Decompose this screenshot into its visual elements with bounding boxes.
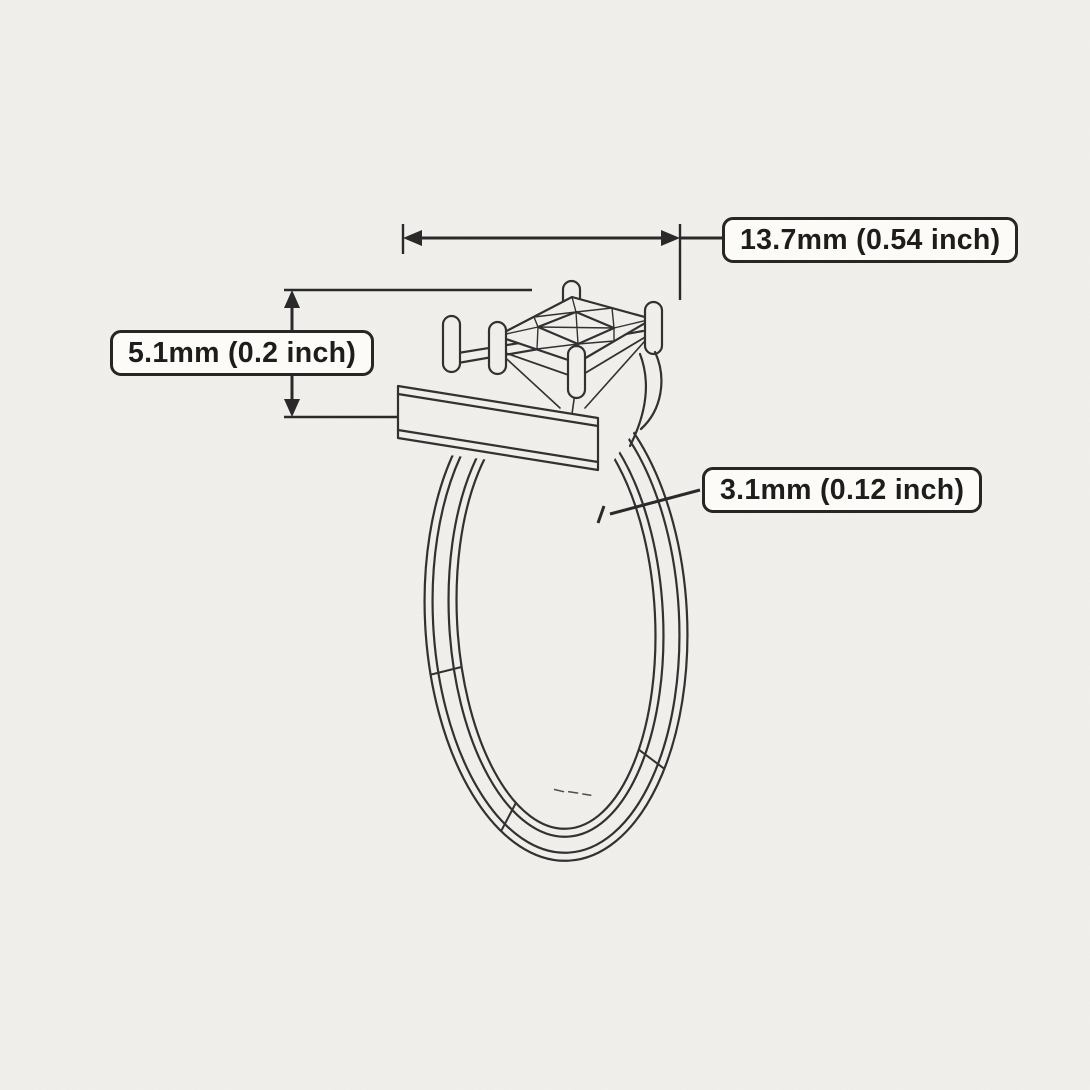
height-dimension-label: 5.1mm (0.2 inch) [110, 330, 375, 376]
height-dimension-text: 5.1mm (0.2 inch) [128, 336, 357, 369]
width-dimension-label: 13.7mm (0.54 inch) [722, 217, 1019, 263]
band-thickness-label: 3.1mm (0.12 inch) [702, 467, 983, 513]
band-thickness-text: 3.1mm (0.12 inch) [720, 473, 965, 506]
width-dimension-text: 13.7mm (0.54 inch) [740, 223, 1001, 256]
